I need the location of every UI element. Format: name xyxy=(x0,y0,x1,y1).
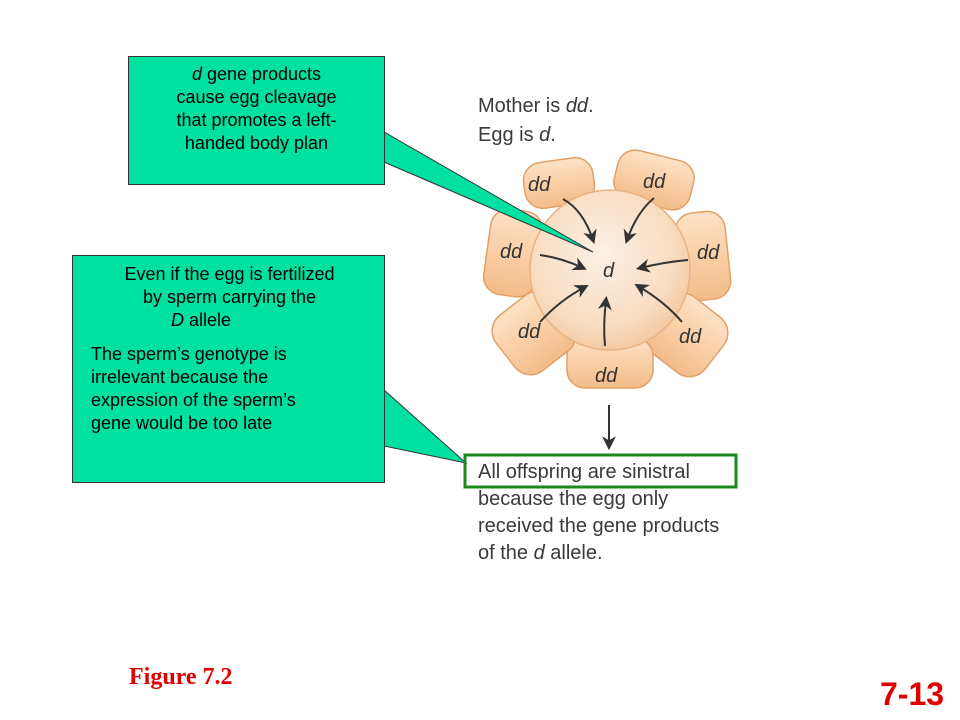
callout-mid-line-1: Even if the egg is fertilized xyxy=(124,264,335,284)
cell-label: dd xyxy=(679,326,702,348)
callout-mid-p2-line-4: gene would be too late xyxy=(91,413,273,433)
arrow xyxy=(562,198,597,244)
egg-genotype-text: Egg is d. xyxy=(478,124,556,146)
result-line-1: All offspring are sinistral xyxy=(478,461,690,483)
callout-mid-p2-line-1: The sperm’s genotype is xyxy=(91,344,287,364)
mother-genotype-text: Mother is dd. xyxy=(478,95,594,117)
result-highlight-box xyxy=(463,453,738,489)
cell-label: dd xyxy=(643,171,666,193)
callout-top-line-1: d gene products xyxy=(191,64,322,84)
callout-mid-line-2: by sperm carrying the xyxy=(142,287,317,307)
arrow xyxy=(597,295,612,347)
callout-sperm-genotype: Even if the egg is fertilized by sperm c… xyxy=(72,255,385,483)
result-text: All offspring are sinistral because the … xyxy=(478,461,719,564)
callout-top-line-2: cause egg cleavage xyxy=(176,87,337,107)
cell-label: dd xyxy=(518,321,541,343)
callout-mid-p2-line-2: irrelevant because the xyxy=(91,367,269,387)
gene-product-arrows xyxy=(539,197,689,347)
callout-middle-pointer xyxy=(383,388,468,464)
arrow xyxy=(634,283,683,323)
figure-label: Figure 7.2 xyxy=(129,664,233,690)
egg-center-label: d xyxy=(603,260,615,282)
arrow xyxy=(623,197,655,244)
callout-mid-p2-line-3: expression of the sperm’s xyxy=(91,390,296,410)
callout-mid-paragraph-2: The sperm’s genotype is irrelevant becau… xyxy=(79,343,380,435)
result-line-3: received the gene products xyxy=(478,515,719,537)
cell-label: dd xyxy=(697,242,720,264)
result-line-4: of the d allele. xyxy=(478,542,603,564)
arrow xyxy=(539,254,587,271)
arrow xyxy=(539,285,589,323)
callout-top-line-3: that promotes a left- xyxy=(176,110,337,130)
callout-mid-line-3: D allele xyxy=(171,310,232,330)
cell-label: dd xyxy=(595,365,618,387)
result-line-2: because the egg only xyxy=(478,488,668,510)
arrow xyxy=(635,258,689,273)
cell-label: dd xyxy=(528,174,551,196)
egg-cell xyxy=(529,189,691,351)
cell-labels: dd dd dd dd dd dd dd xyxy=(500,171,720,387)
slide-number: 7-13 xyxy=(880,676,945,712)
cell-label: dd xyxy=(500,241,523,263)
callout-left-handed-body-plan: d gene products cause egg cleavage that … xyxy=(128,56,385,185)
callout-top-line-4: handed body plan xyxy=(184,133,329,153)
